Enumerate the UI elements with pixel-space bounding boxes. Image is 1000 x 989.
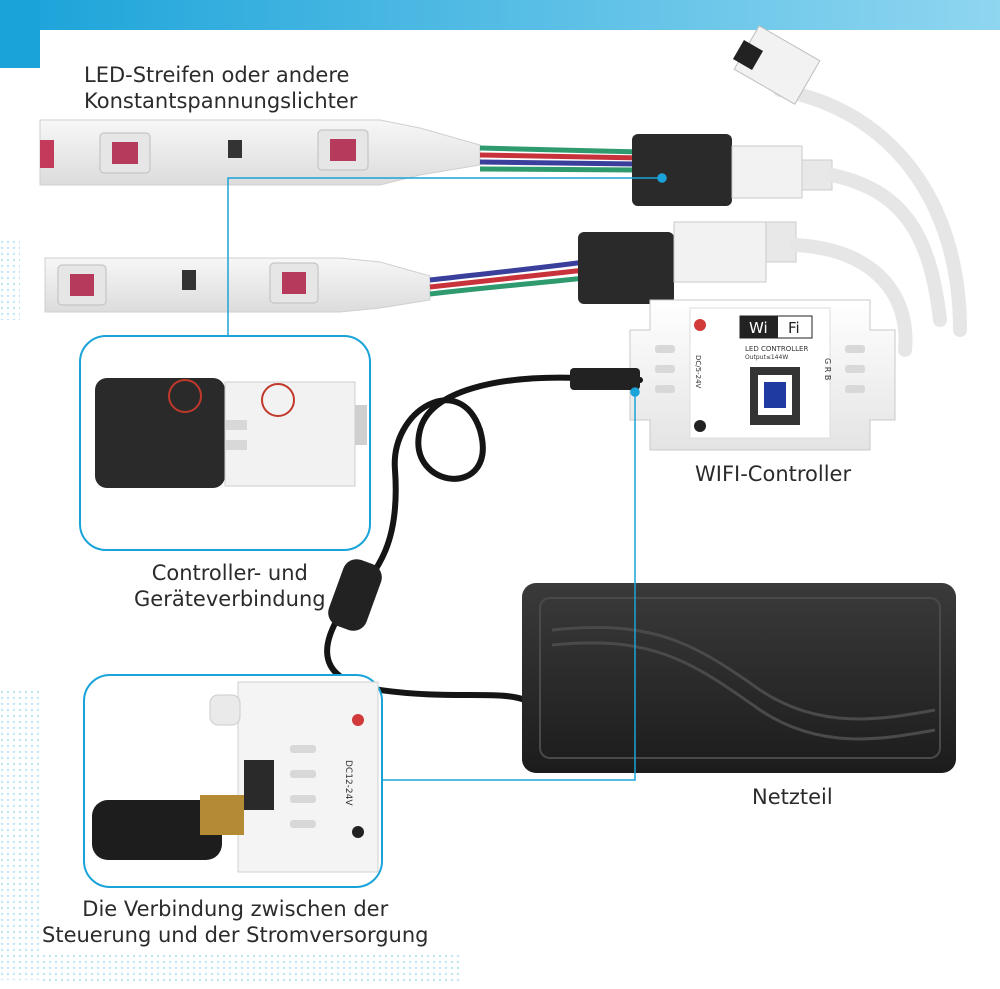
dot-pattern-bottom [40, 955, 460, 985]
controller-pins: G R B [823, 358, 832, 380]
connector-bottom [578, 221, 797, 304]
controller-badge-fi: Fi [788, 319, 800, 337]
label-connection-line1: Controller- und [151, 561, 308, 585]
top-plug [732, 25, 821, 105]
dot-pattern-mid [0, 240, 20, 320]
controller-voltage: DC/5-24V [694, 355, 702, 389]
label-power-connection: Die Verbindung zwischen der Steuerung un… [42, 896, 429, 948]
rgb-wires-bottom [429, 259, 586, 297]
led-strip-bottom [44, 257, 431, 313]
dot-pattern-left [0, 690, 40, 980]
wifi-controller-box [629, 299, 896, 451]
label-connection-line2: Geräteverbindung [134, 587, 326, 611]
label-led-strips-line2: Konstantspannungslichter [84, 89, 358, 113]
label-power-supply: Netzteil [752, 785, 833, 809]
callout-power [83, 674, 383, 888]
led-strip-top [39, 119, 481, 186]
label-wifi-controller: WIFI-Controller [695, 462, 852, 486]
label-power-connection-line2: Steuerung und der Stromversorgung [42, 923, 429, 947]
label-led-strips: LED-Streifen oder andere Konstantspannun… [84, 62, 357, 114]
controller-output: Output≤144W [745, 354, 788, 361]
ferrite-core [328, 559, 382, 631]
label-power-connection-line1: Die Verbindung zwischen der [82, 897, 389, 921]
leader-lines [227, 173, 667, 781]
callout-connection [79, 335, 371, 551]
connector-top [632, 134, 833, 206]
dc-plug-controller [570, 368, 640, 390]
top-frame [0, 0, 1000, 68]
controller-badge-wi: Wi [749, 319, 768, 337]
label-led-strips-line1: LED-Streifen oder andere [84, 63, 350, 87]
power-block-voltage: DC12-24V [343, 760, 353, 806]
label-connection: Controller- und Geräteverbindung [134, 560, 326, 612]
rgb-wires-top [479, 145, 641, 173]
white-cables [773, 83, 967, 357]
controller-title: LED CONTROLLER [745, 345, 808, 353]
power-supply [522, 583, 956, 773]
